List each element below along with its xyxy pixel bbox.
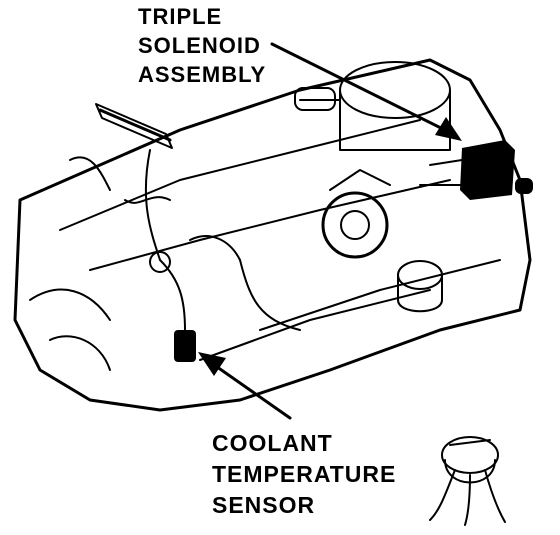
label-line-triple: TRIPLE [138,4,223,29]
triple-solenoid-assembly-label: TRIPLE SOLENOID ASSEMBLY [138,6,266,93]
label-line-assembly: ASSEMBLY [138,62,267,87]
coolant-temperature-sensor-label: COOLANT TEMPERATURE SENSOR [212,432,396,525]
label-line-solenoid: SOLENOID [138,33,261,58]
coolant-pointer-arrow [198,352,292,420]
label-line-sensor: SENSOR [212,492,316,518]
intake-assembly [294,61,451,151]
wiring-harness [69,103,301,331]
engine-block [13,58,532,412]
coolant-sensor-shape [174,330,196,362]
label-line-coolant: COOLANT [212,430,333,456]
solenoid-pointer-arrow [270,42,462,141]
connector-detail [429,436,506,526]
pulley [321,169,391,259]
right-canister [397,260,443,313]
solenoid-assembly-shape [419,140,533,200]
label-line-temperature: TEMPERATURE [212,461,397,487]
